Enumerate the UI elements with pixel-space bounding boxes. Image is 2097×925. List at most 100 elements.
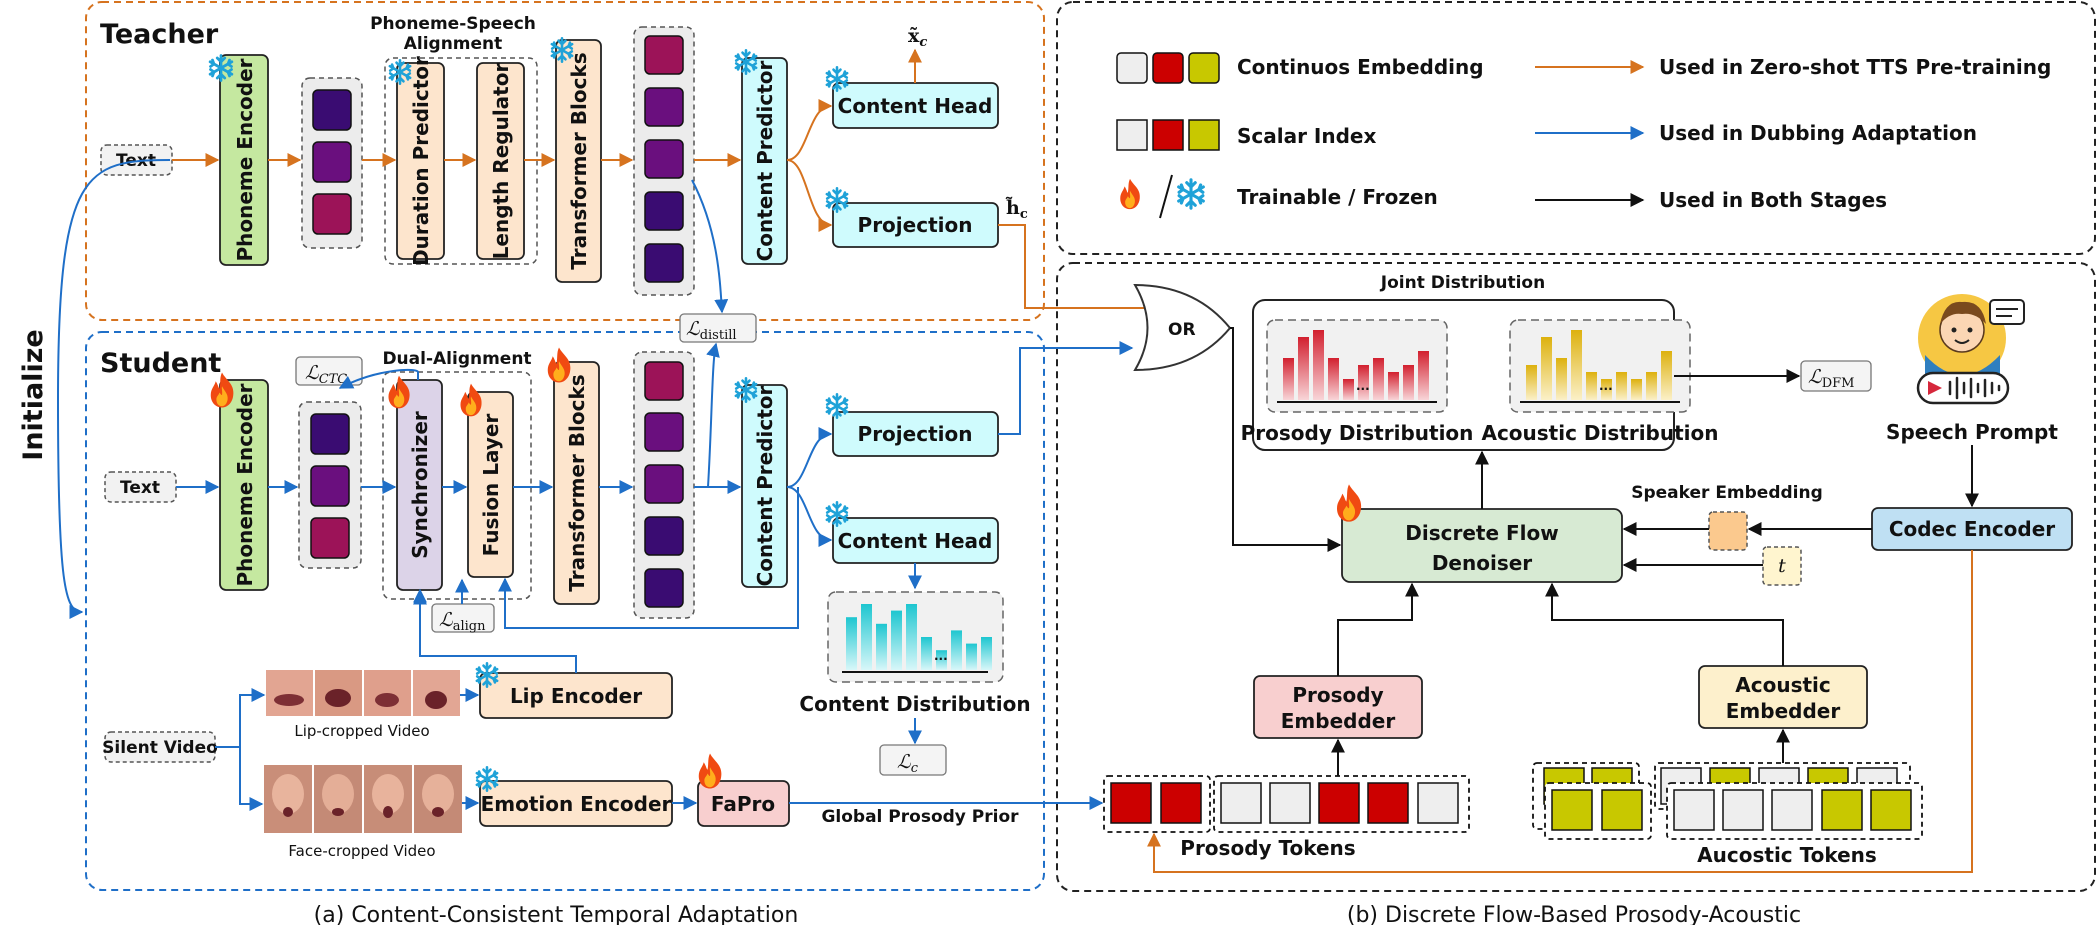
acoustic-distribution-bars: ...	[1526, 330, 1672, 400]
teacher-emb-0	[312, 89, 352, 131]
prosody-token-3	[1269, 782, 1311, 824]
alignment-title-1: Phoneme-Speech	[370, 14, 536, 34]
align-loss-label: ℒalign	[439, 609, 486, 634]
distribution-bar	[1586, 372, 1597, 400]
dual-alignment-title: Dual-Alignment	[382, 349, 531, 369]
teacher-frame	[85, 1, 1045, 321]
distribution-bar	[1403, 365, 1414, 400]
distribution-bar	[1541, 337, 1552, 400]
legend-scalar-label: Scalar Index	[1237, 124, 1376, 148]
content-distribution-title: Content Distribution	[799, 692, 1030, 716]
distribution-bar	[1328, 358, 1339, 400]
t-chip	[1762, 546, 1802, 586]
teacher-hid-0	[644, 35, 684, 75]
c-loss-box	[879, 744, 947, 776]
distribution-bar	[906, 604, 917, 670]
or-gate-label: OR	[1168, 320, 1196, 340]
distribution-bar	[1631, 379, 1642, 400]
student-text-label: Text	[120, 478, 160, 498]
distribution-ellipsis: ...	[1356, 379, 1370, 393]
distribution-ellipsis: ...	[1599, 379, 1613, 393]
legend-trainable-label: Trainable / Frozen	[1237, 185, 1438, 209]
distribution-bar	[1313, 330, 1324, 400]
student-phoneme-encoder-label: Phoneme Encoder	[233, 383, 257, 586]
prosody-token-4	[1318, 782, 1360, 824]
teacher-emb-1	[312, 141, 352, 183]
distribution-bar	[1601, 379, 1612, 400]
student-title: Student	[100, 348, 221, 379]
distribution-bar	[1358, 365, 1369, 400]
prosody-distribution-frame	[1266, 319, 1448, 413]
distribution-bar	[1556, 358, 1567, 400]
synchronizer-label: Synchronizer	[408, 411, 432, 559]
speech-prompt-label: Speech Prompt	[1886, 420, 2058, 444]
distribution-bar	[891, 610, 902, 670]
speech-prompt-avatar	[1916, 294, 2025, 405]
teacher-hid-2	[644, 139, 684, 179]
prosody-embedder-label-2: Embedder	[1281, 709, 1396, 733]
student-phoneme-encoder	[219, 379, 269, 591]
distribution-bar	[936, 650, 947, 670]
fire-icon	[1120, 178, 1140, 210]
legend-dubbing-label: Used in Dubbing Adaptation	[1659, 121, 1977, 145]
fire-icon	[460, 383, 482, 417]
distribution-bar	[1571, 330, 1582, 400]
prosody-token-0	[1110, 782, 1152, 824]
legend-zero-shot-label: Used in Zero-shot TTS Pre-training	[1659, 55, 2051, 79]
dfm-loss-box	[1800, 360, 1872, 392]
fire-icon	[698, 753, 722, 789]
discrete-arrows	[1230, 327, 1979, 776]
distribution-bar	[966, 643, 977, 670]
face-caption: Face-cropped Video	[288, 842, 435, 860]
teacher-phoneme-encoder-label: Phoneme Encoder	[233, 58, 257, 261]
joint-distribution-title: Joint Distribution	[1380, 273, 1545, 293]
legend-frame	[1056, 1, 2096, 255]
distribution-bar	[1418, 351, 1429, 400]
alignment-title-2: Alignment	[404, 34, 503, 54]
t-label: t	[1778, 555, 1786, 577]
teacher-arrows	[172, 48, 1172, 315]
legend-continuous-swatch	[1116, 52, 1220, 84]
student-arrows	[56, 159, 1134, 811]
dual-alignment-group	[382, 371, 532, 600]
student-hid-0	[644, 361, 684, 401]
distribution-bar	[1616, 372, 1627, 400]
student-hid-3	[644, 516, 684, 556]
teacher-output-x: x̃c	[908, 25, 927, 50]
codec-to-tokens-arrow	[1147, 550, 1973, 873]
acoustic-distribution-frame	[1509, 319, 1691, 413]
distribution-bar	[981, 637, 992, 670]
silent-video-label: Silent Video	[102, 738, 218, 758]
legend-continuous-label: Continuos Embedding	[1237, 55, 1484, 79]
student-transformer-blocks	[553, 361, 600, 605]
or-gate	[1133, 283, 1232, 372]
distill-loss-box	[679, 313, 757, 343]
student-content-predictor-label: Content Predictor	[753, 385, 777, 586]
lip-caption: Lip-cropped Video	[294, 722, 429, 740]
acoustic-embedder-label-1: Acoustic	[1735, 673, 1831, 697]
distribution-bar	[1298, 337, 1309, 400]
acoustic-embedder-label-2: Embedder	[1726, 699, 1841, 723]
prosody-distribution-title: Prosody Distribution	[1241, 421, 1474, 445]
snowflake-icon	[825, 393, 849, 419]
fusion-layer	[467, 391, 514, 578]
distribution-bar	[861, 604, 872, 670]
speaker-embedding-label: Speaker Embedding	[1631, 483, 1823, 503]
emotion-encoder-label: Emotion Encoder	[481, 792, 672, 816]
fire-icon	[1337, 484, 1362, 522]
distribution-bar	[846, 617, 857, 670]
student-emb-1	[310, 465, 350, 507]
discrete-frame	[1056, 262, 2096, 892]
teacher-transformer-label: Transformer Blocks	[567, 52, 591, 269]
length-regulator-label: Length Regulator	[489, 63, 513, 260]
duration-predictor-label: Duration Predictor	[409, 56, 433, 266]
distribution-bar	[921, 637, 932, 670]
caption-left: (a) Content-Consistent Temporal Adaptati…	[314, 903, 799, 925]
teacher-hid-1	[644, 87, 684, 127]
speaker-embedding-chip	[1708, 511, 1748, 551]
silent-video-chip	[104, 731, 216, 763]
legend-slash	[1159, 174, 1173, 219]
snowflake-icon	[1177, 178, 1205, 210]
lip-frames	[266, 670, 460, 716]
student-emb-2	[310, 517, 350, 559]
